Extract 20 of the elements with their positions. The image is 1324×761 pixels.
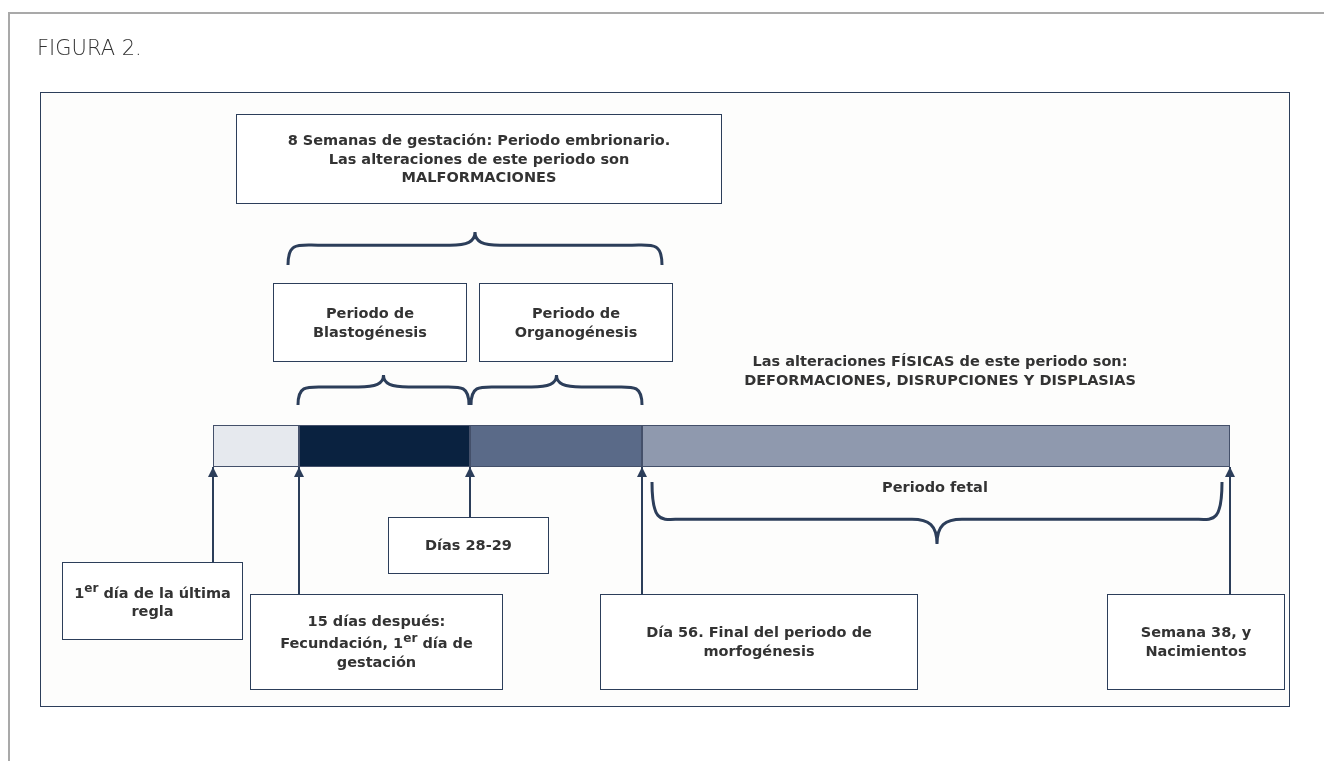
note-text: Las alteraciones FÍSICAS de este periodo son: DEFORMACIONES, DISRUPCIONES Y DISPLASIAS [743, 352, 1137, 390]
timeline-segment [299, 425, 470, 467]
arrow [1225, 466, 1235, 595]
text-box: Días 28-29 [388, 517, 549, 574]
text-box: Periodo de Blastogénesis [273, 283, 467, 362]
arrow [294, 466, 304, 595]
timeline-segment [213, 425, 299, 467]
text-box: 15 días después: Fecundación, 1$^{er}$ día de gestación [250, 594, 503, 690]
timeline-segment [642, 425, 1230, 467]
text-box: Día 56. Final del periodo de morfogénesis [600, 594, 918, 690]
timeline-segment [470, 425, 642, 467]
text-box: Periodo de Organogénesis [479, 283, 673, 362]
arrow [637, 466, 647, 595]
period-label: Periodo fetal [881, 478, 989, 497]
figure-title: FIGURA 2. [37, 36, 142, 60]
text-box: 8 Semanas de gestación: Periodo embrionario. Las alteraciones de este periodo son MALFORMACIONES [236, 114, 722, 204]
arrow [208, 466, 218, 563]
text-box: 1$^{er}$ día de la última regla [62, 562, 243, 640]
text-box: Semana 38, y Nacimientos [1107, 594, 1285, 690]
arrow [465, 466, 475, 518]
